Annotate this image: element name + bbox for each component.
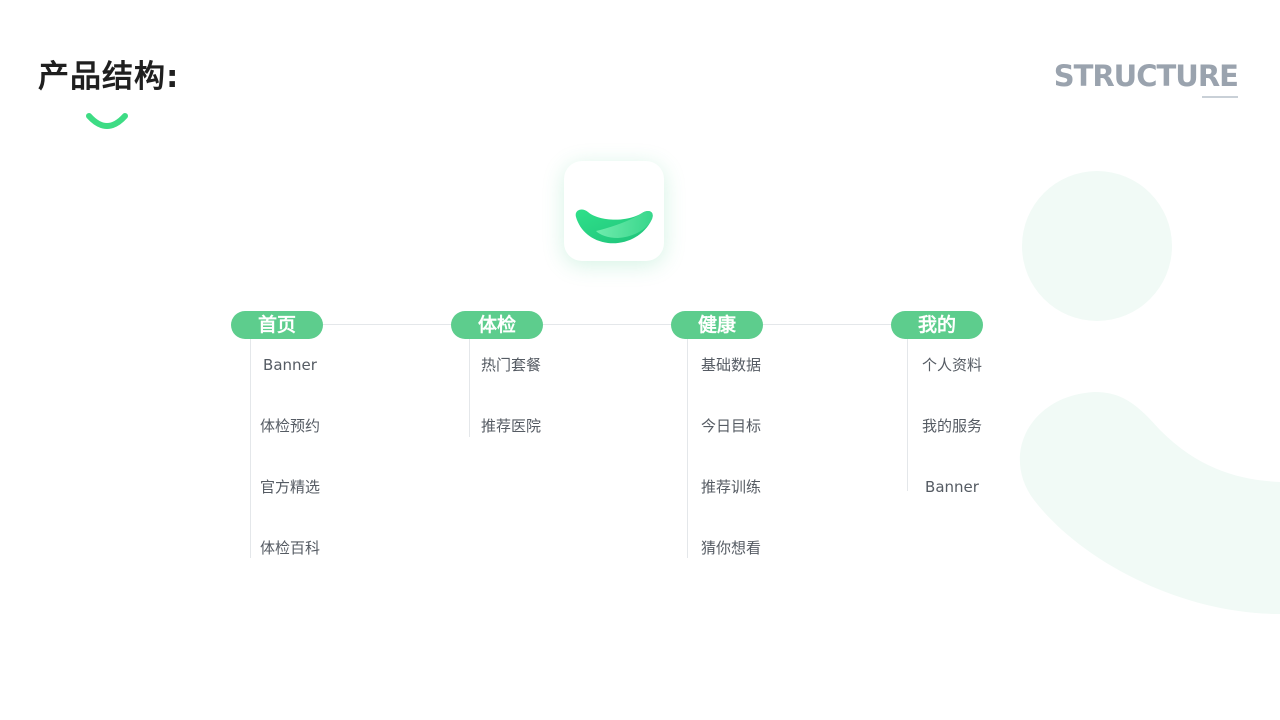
column-line-checkup bbox=[469, 339, 470, 437]
page-title: 产品结构: bbox=[38, 59, 180, 95]
deco-arc bbox=[1019, 392, 1280, 614]
tab-checkup[interactable]: 体检 bbox=[451, 311, 543, 339]
list-item: 我的服务 bbox=[921, 417, 982, 435]
column-line-health bbox=[687, 339, 688, 558]
list-item: 体检预约 bbox=[259, 417, 320, 435]
deco-circle bbox=[1022, 171, 1172, 321]
list-item: Banner bbox=[263, 356, 317, 374]
column-line-mine bbox=[907, 339, 908, 491]
column-line-home bbox=[250, 339, 251, 558]
tab-home[interactable]: 首页 bbox=[231, 311, 323, 339]
list-item: 基础数据 bbox=[700, 356, 761, 374]
brand-underline bbox=[1202, 96, 1238, 98]
list-item: 今日目标 bbox=[700, 417, 761, 435]
list-item: 猜你想看 bbox=[700, 539, 761, 557]
brand-word: STRUCTURE bbox=[1053, 59, 1239, 93]
list-item: 推荐医院 bbox=[480, 417, 541, 435]
smile-icon bbox=[86, 113, 128, 129]
list-item: 个人资料 bbox=[921, 356, 982, 374]
list-item: 推荐训练 bbox=[700, 478, 761, 496]
list-item: 官方精选 bbox=[259, 478, 320, 496]
list-item: Banner bbox=[925, 478, 979, 496]
list-item: 体检百科 bbox=[259, 539, 320, 557]
app-icon bbox=[564, 161, 664, 261]
tab-connector-line bbox=[276, 324, 938, 325]
smile-logo-icon bbox=[575, 209, 653, 244]
tab-mine[interactable]: 我的 bbox=[891, 311, 983, 339]
list-item: 热门套餐 bbox=[480, 356, 541, 374]
tab-health[interactable]: 健康 bbox=[671, 311, 763, 339]
